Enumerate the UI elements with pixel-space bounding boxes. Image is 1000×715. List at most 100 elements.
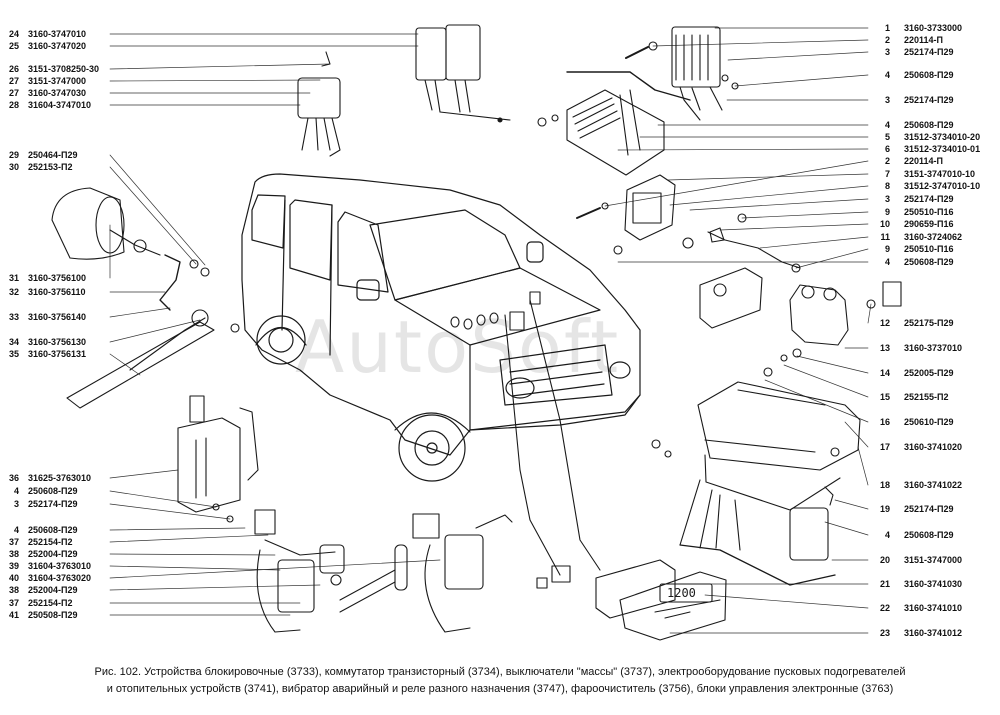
- callout-number: 37: [8, 598, 19, 608]
- caption-line-2: и отопительных устройств (3741), вибрато…: [106, 683, 894, 695]
- callout-number: 2: [884, 156, 890, 166]
- part-code: 250608-П29: [904, 70, 954, 80]
- callout-label: 26 3151-3708250-30: [0, 63, 99, 76]
- leader-line: [704, 594, 869, 609]
- part-code: 252174-П29: [904, 95, 954, 105]
- leader-line: [109, 319, 201, 343]
- callout-number: 22: [879, 603, 890, 613]
- callout-number: 4: [884, 120, 890, 130]
- part-code: 3160-3741020: [904, 442, 963, 452]
- part-code: 250464-П29: [28, 150, 78, 160]
- callout-label: 2 220114-П: [872, 155, 943, 168]
- part-code: 3160-3747010: [28, 29, 87, 39]
- callout-number: 13: [879, 343, 890, 353]
- callout-number: 33: [8, 312, 19, 322]
- callout-number: 7: [884, 169, 890, 179]
- callout-number: 2: [884, 35, 890, 45]
- callout-number: 4: [884, 257, 890, 267]
- display-digits: 1200: [667, 586, 696, 600]
- callout-number: 9: [884, 207, 890, 217]
- leader-line: [109, 527, 246, 531]
- mass-switch-13: [699, 267, 902, 377]
- callout-number: 37: [8, 537, 19, 547]
- part-code: 3160-3747020: [28, 41, 87, 51]
- leader-line: [617, 148, 869, 151]
- headlamp-wiper-motor: [51, 187, 240, 409]
- callout-label: 15 252155-П2: [872, 391, 949, 404]
- part-code: 3160-3737010: [904, 343, 963, 353]
- relay-20: [789, 486, 834, 561]
- callout-label: 18 3160-3741022: [872, 479, 962, 492]
- callout-number: 30: [8, 162, 19, 172]
- callout-number: 18: [879, 480, 890, 490]
- part-code: 250510-П16: [904, 207, 954, 217]
- callout-number: 4: [13, 525, 19, 535]
- callout-number: 11: [880, 232, 890, 242]
- part-code: 3160-3741022: [904, 480, 963, 490]
- engine-bay-connectors: [450, 291, 541, 331]
- callout-number: 9: [884, 244, 890, 254]
- leader-line: [109, 154, 206, 266]
- part-code: 3151-3708250-30: [28, 64, 100, 74]
- part-code: 3160-3724062: [904, 232, 963, 242]
- callout-label: 8 31512-3747010-10: [872, 180, 980, 193]
- part-code: 3160-3756110: [28, 287, 86, 297]
- callout-number: 8: [884, 181, 890, 191]
- callout-number: 3: [884, 95, 890, 105]
- part-code: 252005-П29: [904, 368, 954, 378]
- part-code: 252174-П29: [904, 504, 954, 514]
- main-harness: [504, 299, 601, 576]
- callout-number: 4: [13, 486, 19, 496]
- part-code: 31604-3747010: [28, 100, 92, 110]
- electronic-control-unit-36: [177, 395, 259, 523]
- part-code: 3160-3733000: [904, 23, 963, 33]
- callout-number: 3: [884, 194, 890, 204]
- part-code: 220114-П: [904, 156, 944, 166]
- leader-line: [834, 499, 869, 510]
- callout-label: 13 3160-3737010: [872, 342, 962, 355]
- part-code: 250608-П29: [904, 120, 954, 130]
- part-code: 31512-3747010-10: [904, 181, 981, 191]
- leader-line: [796, 355, 869, 374]
- callout-number: 27: [8, 88, 19, 98]
- blocking-device-1: [625, 26, 739, 121]
- callout-number: 26: [8, 64, 19, 74]
- cable-11: [707, 213, 801, 273]
- callout-number: 3: [884, 47, 890, 57]
- callout-number: 15: [879, 392, 890, 402]
- heater-control-unit-17: [651, 381, 861, 586]
- part-code: 252155-П2: [904, 392, 949, 402]
- control-display-22: 1200: [536, 559, 727, 641]
- leader-line: [667, 173, 869, 181]
- leader-line: [109, 490, 217, 508]
- leader-line: [824, 521, 869, 536]
- part-code: 290659-П16: [904, 219, 954, 229]
- part-code: 252004-П29: [28, 549, 78, 559]
- leader-line: [867, 303, 872, 324]
- leader-line: [689, 198, 869, 211]
